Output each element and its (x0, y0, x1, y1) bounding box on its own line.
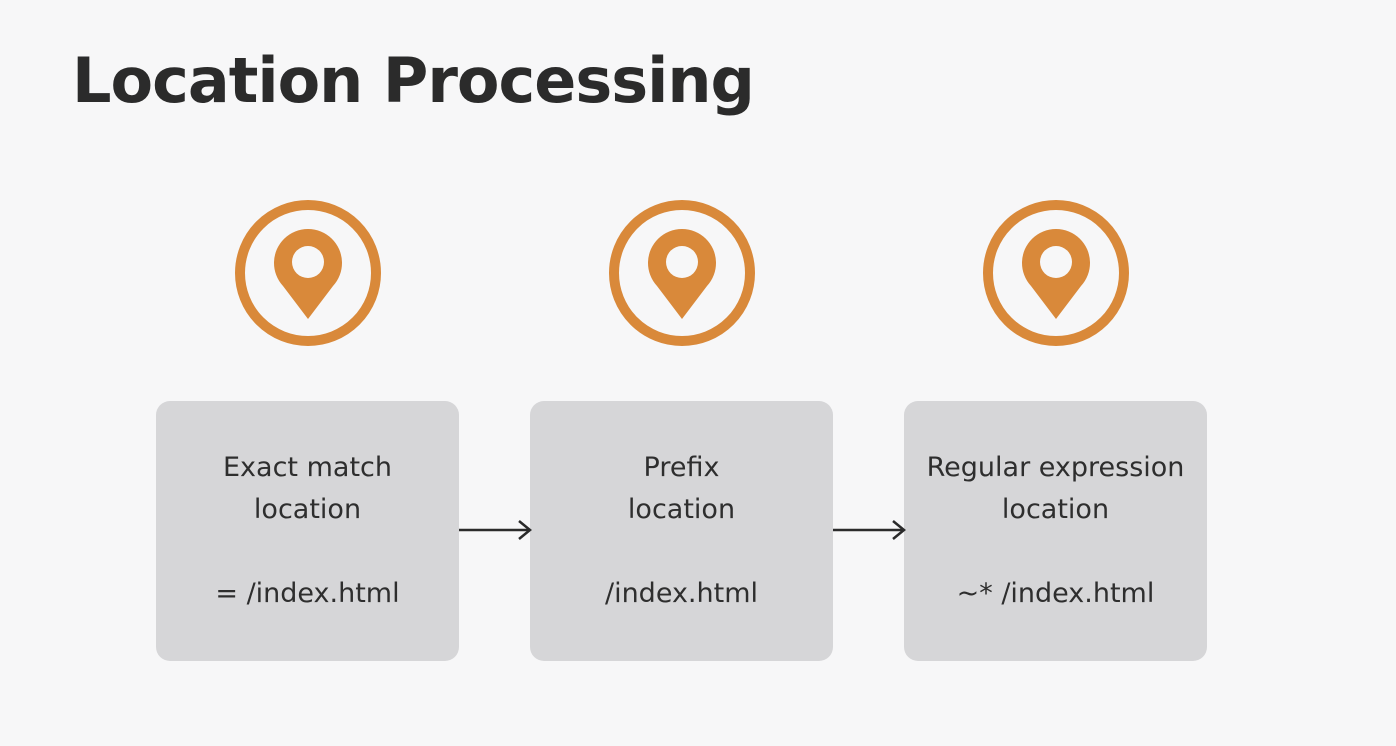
stage-box-exact-match: Exact match location = /index.html (156, 401, 459, 661)
stage-label-line1: Prefix (643, 452, 720, 483)
stage-label-line2: location (627, 494, 736, 525)
arrow-right-icon (833, 517, 907, 543)
location-pin-icon (607, 198, 757, 348)
location-pin-icon (233, 198, 383, 348)
slide-title: Location Processing (72, 44, 755, 117)
location-pin-icon (981, 198, 1131, 348)
stage-example: ~* /index.html (956, 578, 1155, 609)
stage-label-line2: location (1001, 494, 1110, 525)
stage-box-prefix: Prefix location /index.html (530, 401, 833, 661)
stage-example: /index.html (604, 578, 759, 609)
arrow-right-icon (459, 517, 533, 543)
stage-label-line2: location (253, 494, 362, 525)
stage-label-line1: Exact match (223, 452, 392, 483)
stage-label-line1: Regular expression (926, 452, 1185, 483)
stage-box-regular-expression: Regular expression location ~* /index.ht… (904, 401, 1207, 661)
stage-example: = /index.html (215, 578, 400, 609)
